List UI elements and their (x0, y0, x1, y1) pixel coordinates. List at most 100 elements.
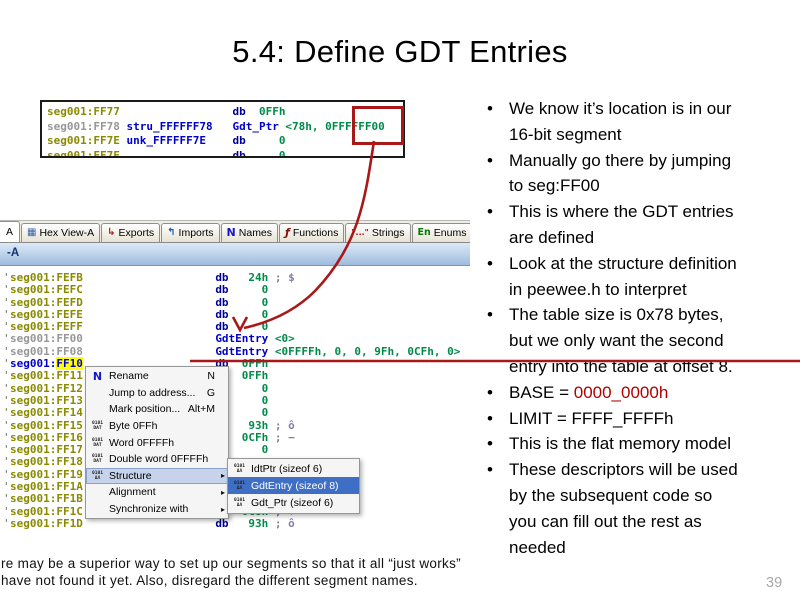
menu-item-synchronize-with[interactable]: Synchronize with▸ (86, 501, 228, 518)
bullet-item: Manually go there by jumping to seg:FF00 (484, 148, 796, 200)
listing-line[interactable]: 'seg001:FF1D db 93h ; ô (0, 517, 470, 529)
menu-item-alignment[interactable]: Alignment▸ (86, 484, 228, 501)
names-icon: N (226, 226, 236, 239)
line-marker: ' (3, 271, 10, 284)
listing-line[interactable]: 'seg001:FF12 db 0 (0, 382, 470, 395)
bullet-text: 16-bit segment (509, 124, 622, 144)
menu-item-label: Structure (109, 469, 152, 482)
bullet-line: 16-bit segment (509, 122, 796, 148)
code-segment: 24h (228, 271, 269, 284)
bullet-line: We know it’s location is in our (509, 96, 796, 122)
tab-exports[interactable]: ↳Exports (101, 223, 161, 242)
tab-label: A (6, 226, 14, 238)
bullet-text: The table size is 0x78 bytes, (509, 305, 724, 325)
view-label: -A (7, 247, 20, 259)
bullet-list: We know it’s location is in our 16-bit se… (484, 96, 796, 560)
bullet-line: This is the flat memory model (509, 431, 796, 457)
code-segment (83, 320, 215, 333)
listing-line[interactable]: 'seg001:FEFE db 0 (0, 307, 470, 321)
tab-hex-view-a[interactable]: ▦Hex View-A (21, 223, 101, 242)
code-segment: seg001:FF1A (10, 480, 83, 494)
listing-line[interactable]: 'seg001:FF16 db 0CFh ; − (0, 430, 470, 444)
listing-line[interactable]: 'seg001:FEFF db 0 (0, 320, 470, 334)
code-segment: seg001:FF08 (10, 344, 83, 358)
code-segment: GdtEntry (215, 332, 269, 346)
code-segment: 0 (245, 148, 286, 158)
listing-line[interactable]: 'seg001:FF14 db 0 (0, 406, 470, 420)
bullet-text: We know it’s location is in our (509, 99, 732, 118)
line-marker: ' (3, 357, 10, 371)
bullet-text: entry into the table at offset 8. (509, 356, 733, 376)
listing-line[interactable]: 'seg001:FF10 db 0FFh (0, 357, 470, 371)
code-segment: db (232, 134, 246, 148)
code-segment: seg001:FF16 (10, 430, 83, 444)
listing-line[interactable]: 'seg001:FF17 db 0 (0, 443, 470, 457)
bullet-line: LIMIT = FFFF_FFFFh (509, 406, 796, 432)
listing-line[interactable]: 'seg001:FF1B (0, 492, 470, 505)
enums-icon: En (417, 227, 431, 238)
code-segment: ; $ (268, 271, 295, 284)
code-segment: seg001:FF15 (10, 418, 83, 432)
bullet-line: BASE = 0000_0000h (509, 380, 796, 406)
listing-line[interactable]: 'seg001:FF15 db 93h ; ô (0, 418, 470, 432)
listing-line[interactable]: 'seg001:FEFD db 0 (0, 296, 470, 309)
code-segment: Gdt_Ptr (232, 119, 279, 133)
code-segment: 0FFh (228, 357, 269, 371)
listing-line[interactable]: 'seg001:FEFC db 0 (0, 283, 470, 297)
tab-label: Imports (178, 227, 214, 239)
bullet-line: to seg:FF00 (509, 173, 796, 199)
bullet-text: Manually go there by jumping (509, 150, 732, 170)
listing-line[interactable]: 'seg001:FF00 GdtEntry <0> (0, 332, 470, 346)
menu-item-jump-to-address[interactable]: Jump to address...G (86, 385, 228, 402)
menu-item-label: Rename (109, 370, 149, 383)
code-segment: 93h (228, 516, 269, 530)
functions-icon: ƒ (285, 226, 290, 239)
code-segment: seg001:FF77 (47, 105, 120, 118)
tab-a[interactable]: A (0, 221, 21, 242)
tab-strings[interactable]: "..."Strings (345, 223, 411, 242)
bullet-text: These descriptors will be used (509, 460, 738, 480)
listing-line[interactable]: 'seg001:FF08 GdtEntry <0FFFFh, 0, 0, 9Fh… (0, 344, 470, 358)
listing-line[interactable]: 'seg001:FF18 (0, 455, 470, 468)
code-segment (83, 283, 215, 296)
code-segment: unk_FFFFFF7E (126, 134, 206, 148)
code-segment: seg001:FF17 (10, 443, 83, 457)
snippet-line: seg001:FF77 db 0FFh (42, 105, 403, 120)
code-segment (83, 345, 215, 358)
code-segment: db (232, 148, 246, 158)
menu-item-mark-position[interactable]: Mark position...Alt+M (86, 401, 228, 418)
listing-line[interactable]: 'seg001:FF11 db 0FFh (0, 369, 470, 382)
menu-item-label: Mark position... (109, 403, 181, 416)
code-segment: db (232, 105, 246, 118)
listing-line[interactable]: 'seg001:FEFB db 24h ; $ (0, 271, 470, 284)
listing-line[interactable]: 'seg001:FF13 db 0 (0, 394, 470, 407)
code-segment (83, 308, 215, 321)
code-segment: seg001:FEFB (10, 271, 83, 284)
footer-line: re may be a superior way to set up our s… (1, 556, 461, 571)
snippet-line: seg001:FF78 stru_FFFFFF78 Gdt_Ptr <78h, … (42, 120, 403, 135)
bullet-line: you can fill out the rest as (509, 509, 796, 535)
tab-imports[interactable]: ↰Imports (161, 223, 220, 242)
submenu-item-label: GdtEntry (sizeof 8) (251, 479, 339, 492)
listing-line[interactable]: 'seg001:FF19 (0, 468, 470, 481)
code-segment: seg001:FEFC (10, 283, 83, 297)
listing-line[interactable]: 'seg001:FF1A (0, 480, 470, 494)
bullet-text: by the subsequent code so (509, 485, 713, 505)
code-segment: seg001:FEFF (10, 320, 83, 334)
code-segment: 0 (228, 406, 269, 420)
code-segment: db (215, 307, 229, 321)
